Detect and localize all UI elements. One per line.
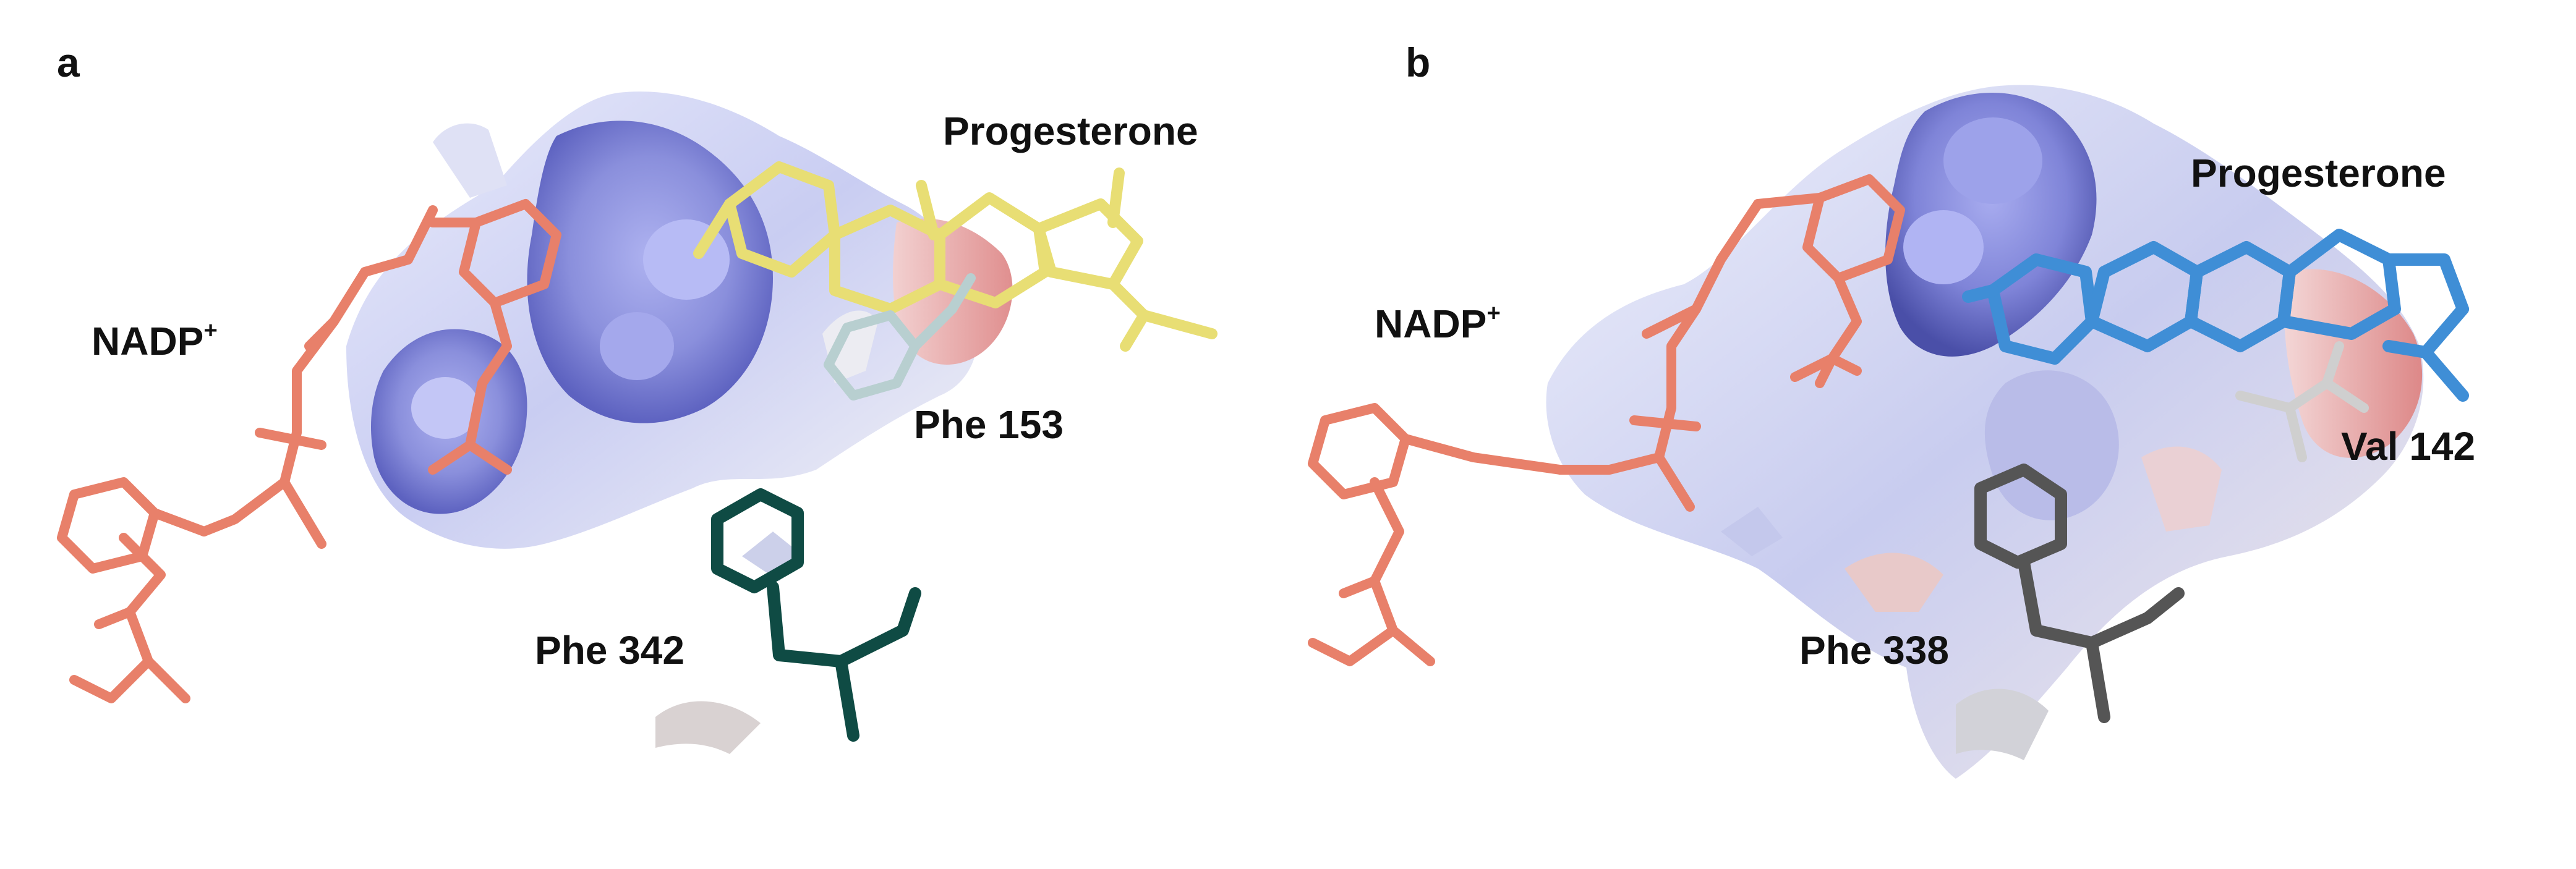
panel-b-nadp-label: NADP+ (1375, 301, 1501, 346)
panel-b: b Progesterone NADP+ Val 142 Phe 338 (1288, 0, 2576, 869)
phe153-residue-model (824, 273, 976, 401)
panel-b-letter: b (1405, 40, 1431, 85)
nadp-cofactor-model (57, 199, 561, 703)
phe342-residue-model (711, 488, 921, 742)
panel-a-phe153-label: Phe 153 (914, 402, 1064, 447)
nadp-label-main: NADP (92, 319, 204, 363)
nadp-label-main: NADP (1375, 302, 1487, 346)
panel-a-structure (57, 91, 1218, 754)
phe338-residue-model (1974, 464, 2185, 723)
panel-a: a Progesterone NADP+ Phe 153 Phe 342 (57, 40, 1218, 754)
nadp-label-superscript: + (203, 317, 218, 344)
panel-a-nadp-label: NADP+ (92, 318, 218, 363)
panel-b-progesterone-label: Progesterone (2191, 151, 2446, 195)
progesterone-model (1962, 229, 2469, 402)
panel-b-structure (1308, 85, 2469, 779)
progesterone-model (693, 161, 1218, 352)
panel-b-phe338-label: Phe 338 (1799, 628, 1949, 672)
panel-a-progesterone-label: Progesterone (943, 109, 1198, 153)
nadp-cofactor-model (1308, 174, 1905, 666)
panel-a-phe342-label: Phe 342 (535, 628, 685, 672)
panel-b-val142-label: Val 142 (2341, 424, 2476, 468)
nadp-label-superscript: + (1486, 300, 1501, 327)
panel-a-letter: a (57, 40, 80, 85)
val142-residue-model (2235, 341, 2369, 462)
